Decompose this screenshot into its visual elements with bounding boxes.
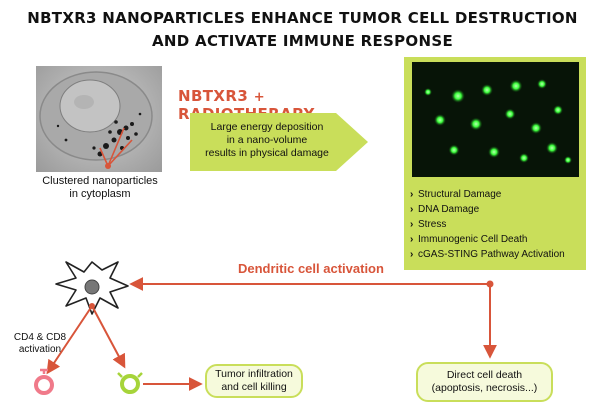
tumor-line-1: Tumor infiltration [215, 368, 293, 380]
energy-deposition-text: Large energy deposition in a nano-volume… [193, 121, 341, 160]
chevron-right-icon: › [410, 219, 414, 230]
treatment-left: NBTXR3 [178, 87, 249, 105]
page-title-line-1: NBTXR3 NANOPARTICLES ENHANCE TUMOR CELL … [27, 9, 578, 27]
cell-micrograph-drawing [39, 71, 153, 169]
energy-line-1: Large energy deposition [210, 121, 324, 133]
t-cell-icon [117, 372, 143, 394]
death-line-2: (apoptosis, necrosis...) [431, 382, 538, 394]
caption-line-1: Clustered nanoparticles [42, 175, 158, 187]
tumor-line-2: and cell killing [221, 381, 287, 393]
micrograph-caption: Clustered nanoparticles in cytoplasm [30, 175, 170, 201]
cd-line-2: activation [18, 344, 62, 355]
fluorescence-image [412, 62, 579, 177]
energy-arrow-icon [190, 113, 368, 171]
chevron-right-icon: › [410, 204, 414, 215]
cd-activation-label: CD4 & CD8 activation [8, 332, 72, 356]
chevron-right-icon: › [410, 189, 414, 200]
treatment-plus: + [253, 90, 266, 105]
death-line-1: Direct cell death [446, 369, 523, 381]
effects-list: ›Structural Damage ›DNA Damage ›Stress ›… [410, 187, 588, 262]
effects-panel [404, 182, 586, 270]
energy-line-3: results in physical damage [205, 147, 329, 159]
page-title-line-2: AND ACTIVATE IMMUNE RESPONSE [152, 32, 453, 50]
list-item: ›cGAS-STING Pathway Activation [410, 249, 565, 260]
to-cd4-arrow-icon [46, 305, 93, 375]
electron-micrograph [36, 66, 162, 172]
energy-line-2: in a nano-volume [226, 134, 308, 146]
caption-line-2: in cytoplasm [69, 188, 131, 200]
chevron-right-icon: › [410, 249, 414, 260]
list-item: ›Stress [410, 219, 447, 230]
fluorescence-spots [424, 79, 572, 164]
cd-line-1: CD4 & CD8 [13, 332, 67, 343]
direct-cell-death-box: Direct cell death (apoptosis, necrosis..… [416, 362, 553, 402]
dendritic-nucleus-icon [84, 279, 100, 295]
junction-dot-icon [486, 280, 494, 288]
t-cell-icon [34, 368, 54, 395]
list-item: ›DNA Damage [410, 204, 480, 215]
chevron-right-icon: › [410, 234, 414, 245]
dendritic-activation-label: Dendritic cell activation [238, 261, 384, 276]
to-cd8-arrow-icon [91, 305, 126, 369]
tumor-infiltration-box: Tumor infiltration and cell killing [205, 364, 303, 398]
list-item: ›Immunogenic Cell Death [410, 234, 528, 245]
list-item: ›Structural Damage [410, 189, 502, 200]
